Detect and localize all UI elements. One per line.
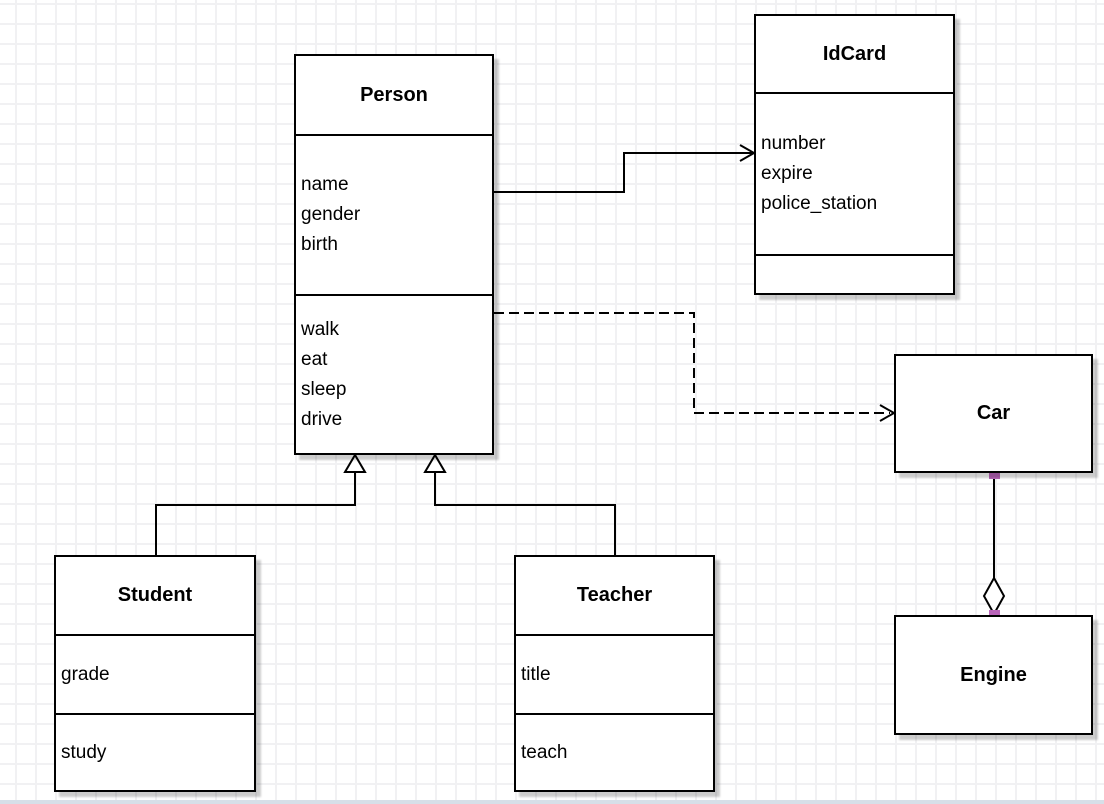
dependency-person-car[interactable] [494, 312, 897, 422]
class-teacher-attributes: title [516, 634, 713, 713]
method: eat [301, 348, 328, 370]
association-person-idcard[interactable] [494, 144, 757, 193]
class-person-title: Person [360, 83, 428, 106]
attribute: number [761, 133, 826, 154]
aggregation-car-engine[interactable] [982, 468, 1006, 621]
generalization-teacher-person[interactable] [423, 453, 616, 555]
class-student-attributes: grade [56, 634, 254, 713]
method: sleep [301, 378, 347, 400]
class-idcard[interactable]: IdCard number expire police_station [754, 14, 955, 295]
class-person[interactable]: Person name gender birth walk eat sleep … [294, 54, 494, 455]
method: drive [301, 408, 343, 430]
class-student-methods: study [56, 713, 254, 790]
canvas-bottom-edge [0, 800, 1104, 804]
class-car-title: Car [976, 402, 1011, 424]
hollow-diamond-icon [982, 575, 1006, 617]
attribute: gender [301, 204, 361, 225]
hollow-triangle-icon [423, 453, 447, 473]
attribute: grade [61, 663, 110, 685]
class-teacher[interactable]: Teacher title teach [514, 555, 715, 792]
class-engine[interactable]: Engine [894, 615, 1093, 735]
class-engine-title: Engine [960, 663, 1027, 686]
class-teacher-methods: teach [516, 713, 713, 790]
class-person-attributes: name gender birth [296, 134, 492, 294]
class-student[interactable]: Student grade study [54, 555, 256, 792]
attribute: expire [761, 163, 813, 184]
method: walk [301, 318, 340, 340]
attribute: police_station [761, 193, 878, 214]
open-arrow-icon [879, 404, 897, 422]
class-car[interactable]: Car [894, 354, 1093, 473]
class-student-title: Student [117, 584, 193, 606]
method: teach [521, 741, 568, 763]
class-teacher-title: Teacher [576, 584, 653, 606]
generalization-student-person[interactable] [155, 453, 367, 555]
class-idcard-attributes: number expire police_station [756, 92, 953, 254]
class-person-methods: walk eat sleep drive [296, 294, 492, 453]
hollow-triangle-icon [343, 453, 367, 473]
attribute: name [301, 174, 349, 195]
attribute: title [521, 663, 551, 685]
method: study [61, 741, 107, 763]
class-idcard-title: IdCard [822, 42, 887, 65]
class-idcard-methods [756, 254, 953, 293]
attribute: birth [301, 234, 338, 255]
open-arrow-icon [739, 144, 757, 162]
